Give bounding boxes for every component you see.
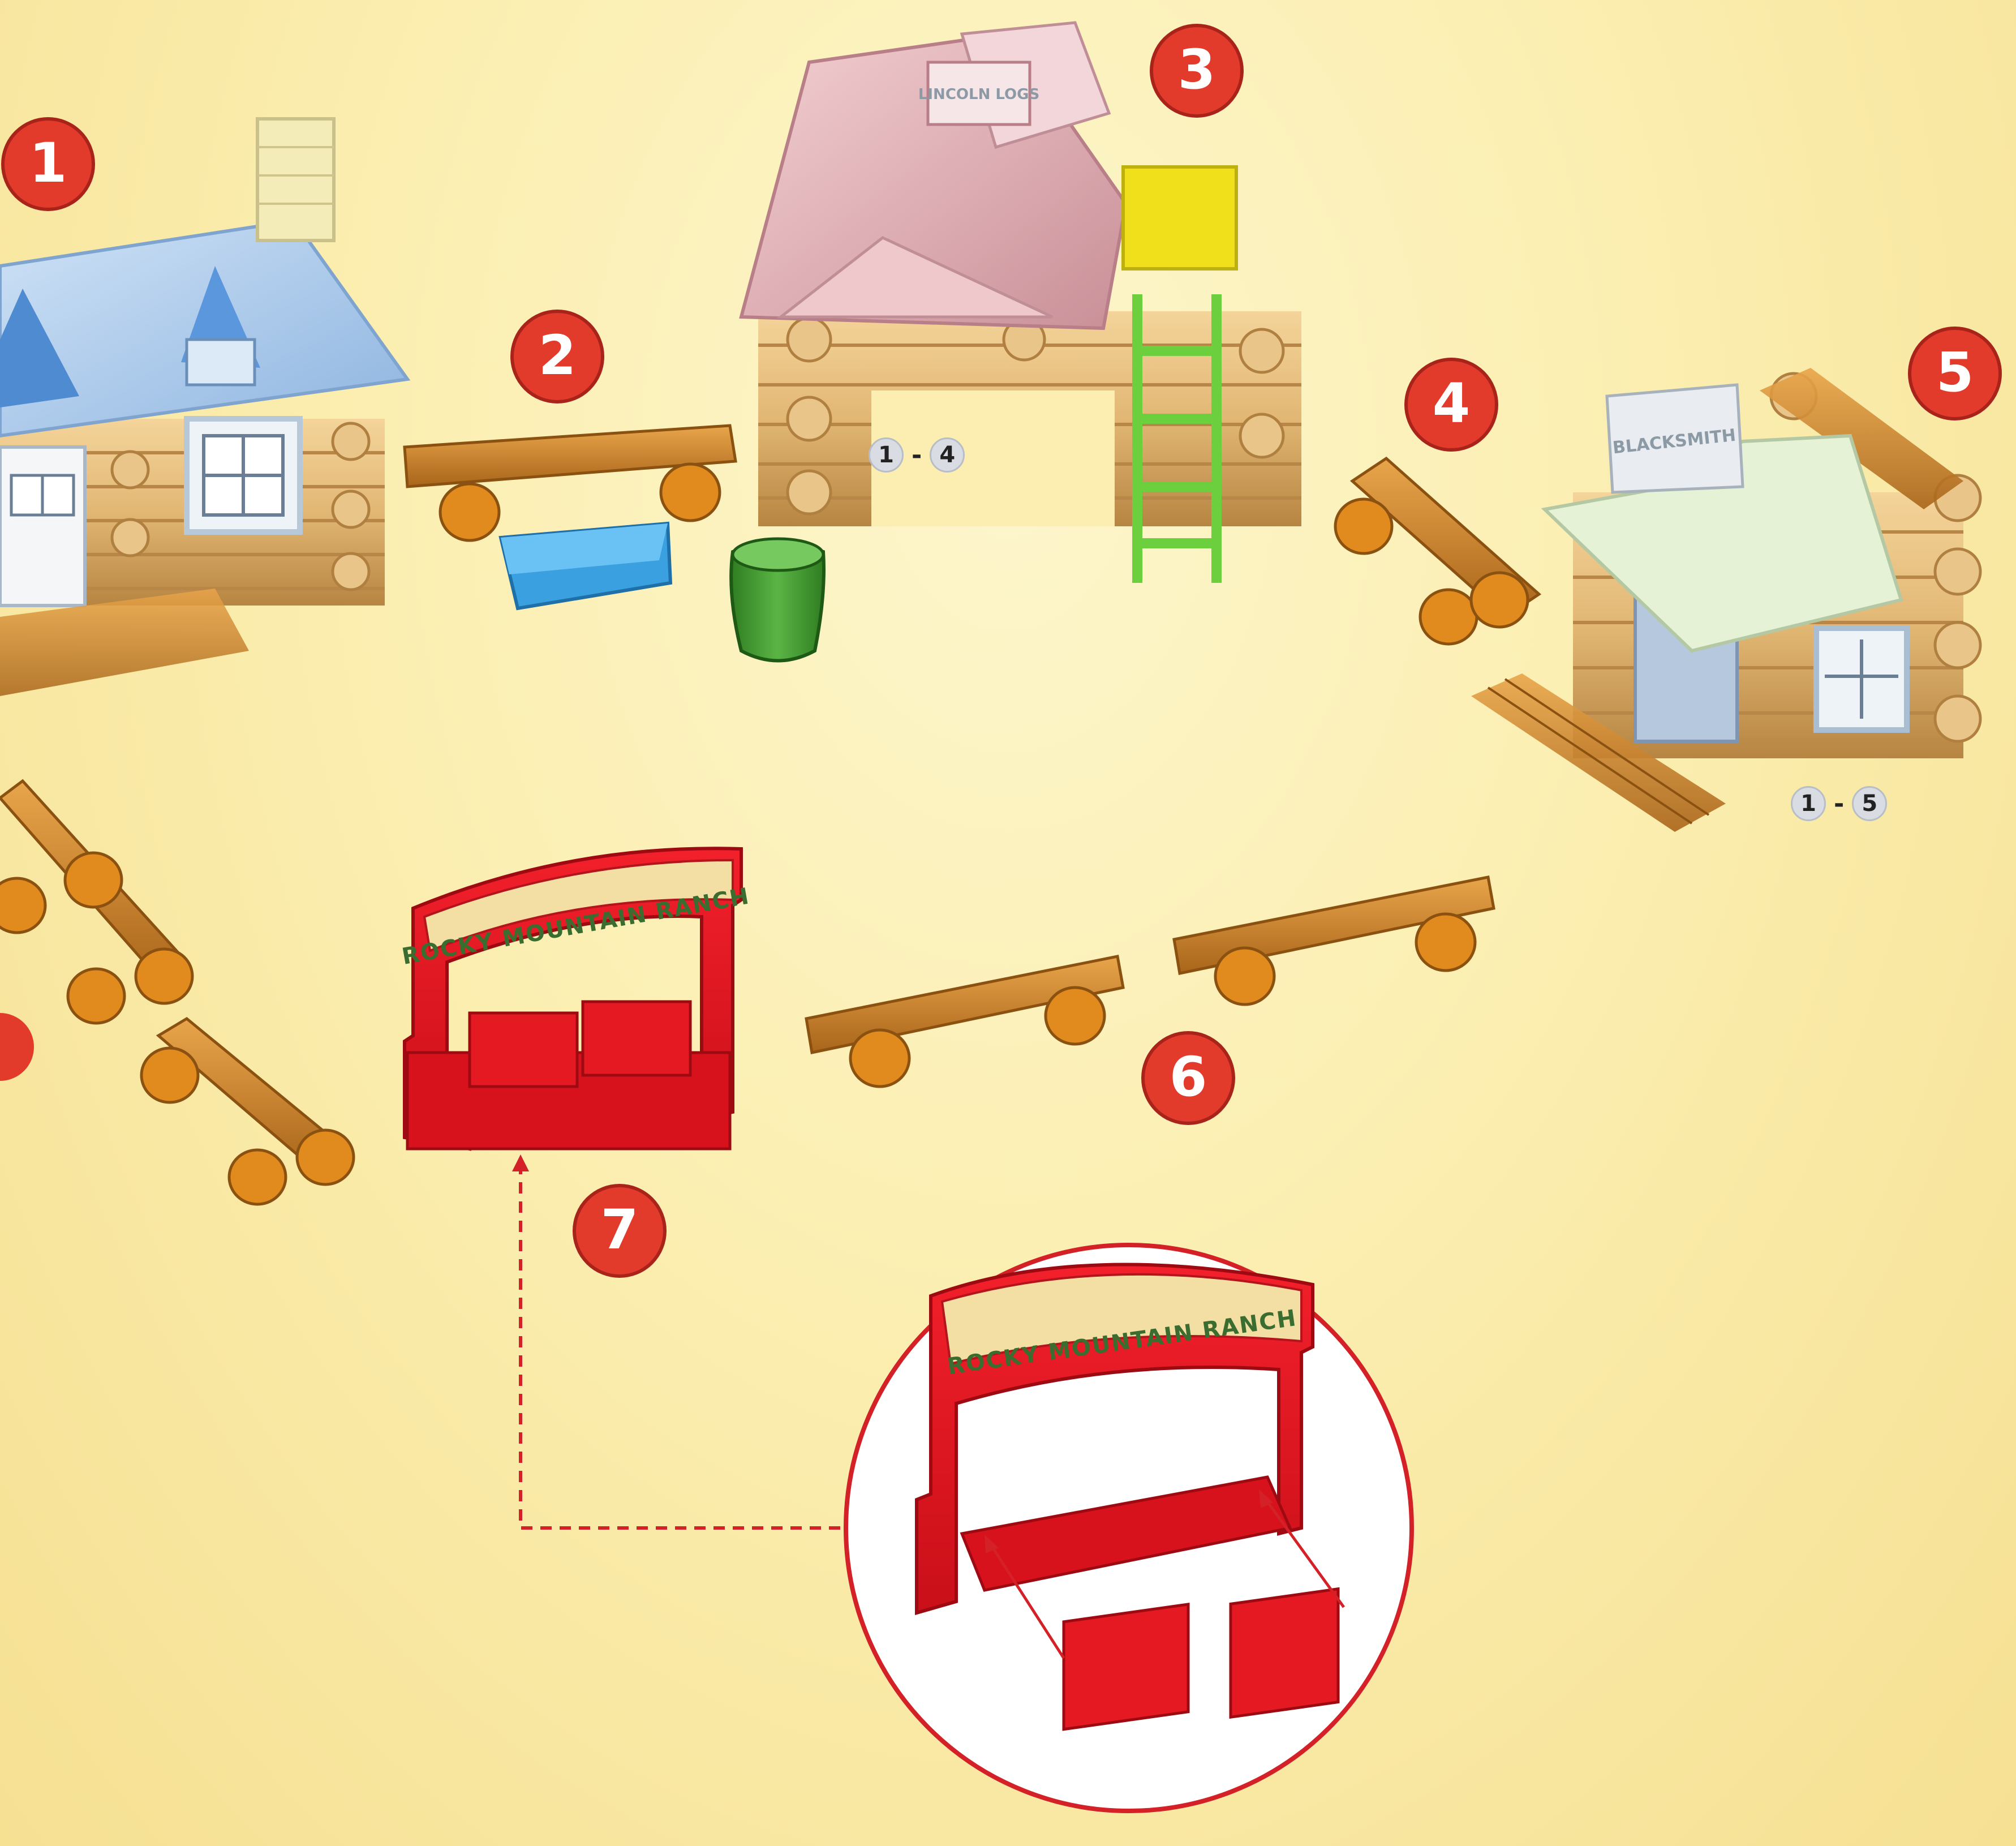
step-number: 5	[1936, 341, 1974, 404]
gate-detail-inset: ROCKY MOUNTAIN RANCH	[846, 1245, 1412, 1811]
step-badge-3: 3	[1149, 23, 1245, 119]
blacksmith-shop: BLACKSMITH	[1471, 368, 1980, 832]
step-number: 1	[29, 131, 67, 195]
ranch-gate: ROCKY MOUNTAIN RANCH	[400, 848, 752, 1149]
step-number: 6	[1170, 1045, 1207, 1109]
step-badge-7: 7	[571, 1183, 668, 1279]
barn-step-range: 1 - 4	[869, 437, 965, 473]
range-separator: -	[1834, 789, 1844, 818]
shop-step-range: 1 - 5	[1791, 785, 1887, 822]
bench-step-4	[1335, 458, 1539, 644]
step-badge-6: 6	[1140, 1030, 1236, 1126]
range-start: 1	[869, 437, 904, 473]
range-end: 5	[1852, 786, 1887, 821]
water-trough	[501, 523, 670, 608]
range-end: 4	[930, 437, 965, 473]
guide-arrowhead	[512, 1154, 529, 1171]
barn-sign: LINCOLN LOGS	[918, 86, 1039, 103]
step-badge-4: 4	[1403, 357, 1499, 453]
bench-pieces-left	[0, 781, 354, 1204]
range-separator: -	[912, 441, 922, 470]
detail-guide-arrow	[521, 1163, 854, 1528]
step-badge-5: 5	[1907, 325, 2003, 422]
bench-step-2	[405, 426, 736, 540]
range-start: 1	[1791, 786, 1826, 821]
step-number: 4	[1433, 372, 1471, 435]
step-number: 7	[601, 1198, 639, 1261]
step-badge-1: 1	[0, 116, 96, 212]
green-barrel	[731, 539, 824, 661]
step-number: 2	[539, 324, 577, 387]
step-badge-2: 2	[509, 308, 605, 405]
step-number: 3	[1178, 38, 1216, 101]
